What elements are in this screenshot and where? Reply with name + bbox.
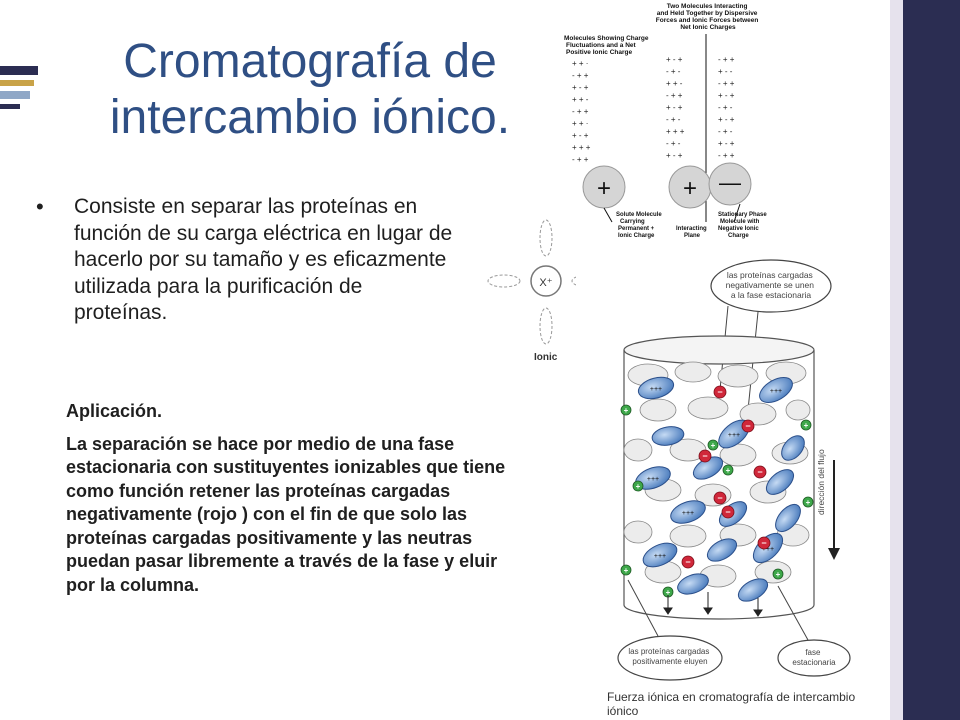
svg-text:+ - +: + - + — [718, 115, 735, 124]
title-line-2: intercambio iónico. — [109, 91, 511, 144]
svg-text:+++: +++ — [762, 546, 774, 553]
label-fluctuations: Molecules Showing Charge Fluctuations an… — [564, 35, 650, 56]
svg-text:+++: +++ — [770, 388, 782, 395]
svg-text:+: + — [636, 482, 641, 491]
plus-sign-middle: + — [683, 175, 697, 202]
svg-text:+ + +: + + + — [572, 143, 591, 152]
svg-text:+ - +: + - + — [718, 91, 735, 100]
callout-top-text: las proteínas cargadas negativamente se … — [726, 270, 817, 300]
svg-text:- + -: - + - — [666, 115, 681, 124]
svg-text:- + +: - + + — [718, 151, 735, 160]
bullet-marker: • — [36, 194, 44, 219]
application-heading: Aplicación. — [66, 401, 163, 421]
page-title: Cromatografía de intercambio iónico. — [60, 34, 560, 146]
ion-exchange-column-diagram: las proteínas cargadas negativamente se … — [617, 259, 851, 681]
negative-proteins: − − − − − − − − — [681, 385, 771, 569]
svg-text:+: + — [806, 498, 811, 507]
svg-text:+ + ·: + + · — [572, 119, 588, 128]
svg-text:- + +: - + + — [572, 107, 589, 116]
svg-text:- + +: - + + — [666, 91, 683, 100]
ion-center-label: X⁺ — [539, 277, 552, 289]
svg-text:−: − — [717, 387, 722, 397]
svg-text:+ - +: + - + — [666, 55, 683, 64]
svg-text:- + -: - + - — [666, 67, 681, 76]
svg-text:- + +: - + + — [718, 55, 735, 64]
svg-text:−: − — [761, 538, 766, 548]
svg-text:+++: +++ — [647, 476, 659, 483]
bullet-text: Consiste en separar las proteínas en fun… — [74, 195, 453, 324]
svg-text:+ - +: + - + — [718, 139, 735, 148]
molecule-interaction-diagram: Molecules Showing Charge Fluctuations an… — [558, 0, 768, 240]
svg-text:+ - -: + - - — [718, 67, 733, 76]
right-accent-edge — [890, 0, 903, 720]
bullet-item: • Consiste en separar las proteínas en f… — [36, 194, 456, 327]
title-line-1: Cromatografía de — [123, 35, 497, 88]
svg-text:+ - +: + - + — [572, 83, 589, 92]
svg-text:−: − — [717, 493, 722, 503]
svg-text:+: + — [776, 570, 781, 579]
neutral-ions: + + + + + + + + + — [620, 404, 814, 598]
svg-text:−: − — [725, 507, 730, 517]
callout-bottom-left-text: las proteínas cargadas positivamente elu… — [628, 647, 711, 666]
svg-text:−: − — [702, 451, 707, 461]
label-interacting: Two Molecules Interacting and Held Toget… — [656, 3, 760, 31]
svg-text:−: − — [745, 421, 750, 431]
positive-protein-marks: +++ +++ +++ +++ +++ +++ +++ — [647, 386, 782, 560]
svg-text:+: + — [804, 421, 809, 430]
flow-direction-label: dirección del flujo — [816, 449, 826, 515]
svg-text:+++: +++ — [650, 386, 662, 393]
ion-bottom-label: Ionic — [534, 352, 558, 363]
svg-text:+: + — [726, 466, 731, 475]
svg-text:+ + -: + + - — [572, 95, 589, 104]
charge-columns: + + · - + + + - + + + - - + + + + · + - + + +… — [572, 55, 735, 164]
figure-caption: Fuerza iónica en cromatografía de interc… — [607, 690, 856, 718]
svg-text:- + +: - + + — [572, 71, 589, 80]
svg-text:- + +: - + + — [718, 79, 735, 88]
svg-text:+: + — [624, 406, 629, 415]
svg-text:- + -: - + - — [718, 127, 733, 136]
plus-sign-left: + — [597, 175, 611, 202]
svg-text:+++: +++ — [728, 432, 740, 439]
application-block: Aplicación. La separación se hace por me… — [66, 400, 526, 606]
right-accent-bar — [903, 0, 960, 720]
minus-sign-right: — — [719, 170, 741, 195]
exit-arrows — [663, 592, 763, 617]
svg-text:- + -: - + - — [718, 103, 733, 112]
svg-text:+ + ·: + + · — [572, 59, 588, 68]
svg-text:+: + — [624, 566, 629, 575]
svg-text:+++: +++ — [654, 553, 666, 560]
ion-dipole-diagram: X⁺ Ionic — [487, 219, 576, 363]
application-text: La separación se hace por medio de una f… — [66, 433, 506, 595]
svg-text:+ + +: + + + — [666, 127, 685, 136]
svg-text:+++: +++ — [682, 510, 694, 517]
left-decoration — [0, 66, 38, 109]
svg-text:- + -: - + - — [666, 139, 681, 148]
svg-text:+ + -: + + - — [666, 79, 683, 88]
svg-text:−: − — [757, 467, 762, 477]
svg-text:+ - +: + - + — [572, 131, 589, 140]
svg-text:- + +: - + + — [572, 155, 589, 164]
svg-text:−: − — [685, 557, 690, 567]
svg-text:+ - +: + - + — [666, 103, 683, 112]
svg-text:+ - +: + - + — [666, 151, 683, 160]
svg-text:+: + — [711, 441, 716, 450]
callout-bottom-right-text: fase estacionaria — [792, 648, 836, 667]
svg-text:+: + — [666, 588, 671, 597]
